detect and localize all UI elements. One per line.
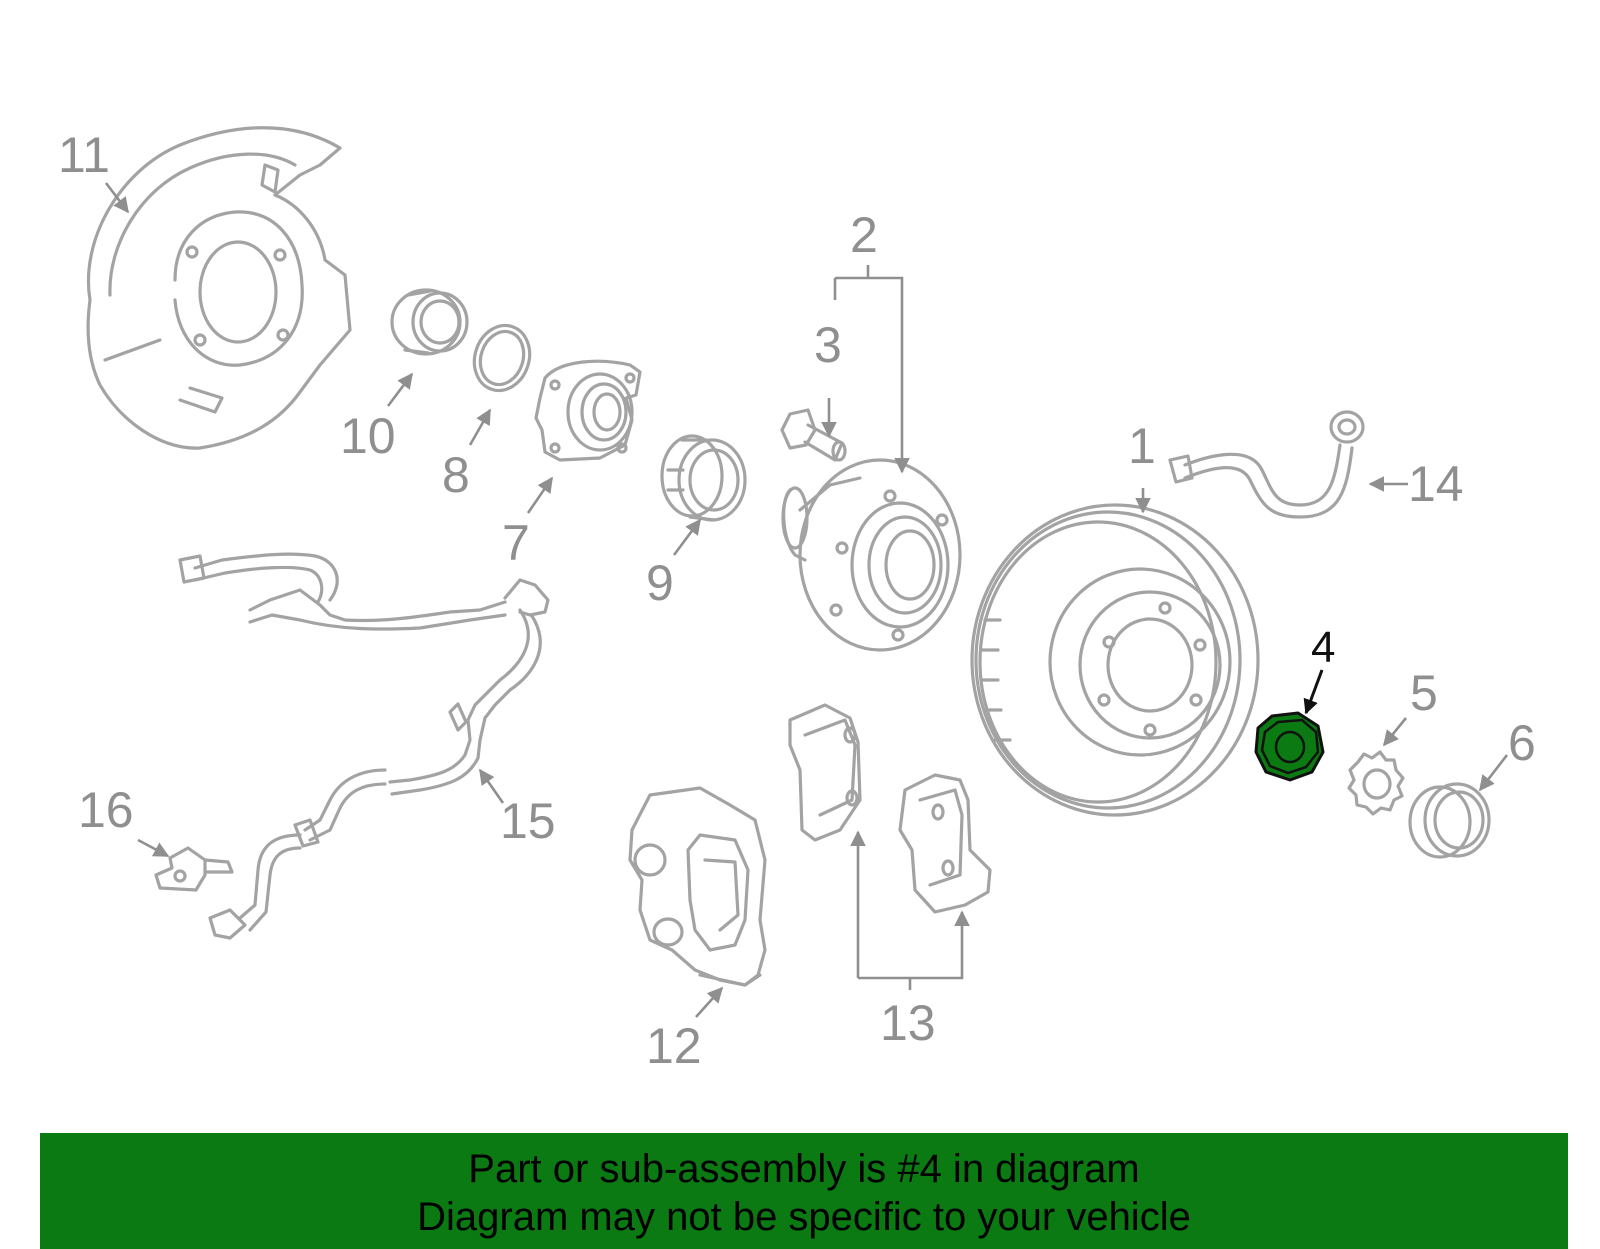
banner-line-part-number: Part or sub-assembly is #4 in diagram — [468, 1147, 1140, 1191]
washer-part[interactable] — [1347, 750, 1405, 816]
callout-3[interactable]: 3 — [814, 317, 842, 373]
brake-hose-part[interactable] — [1168, 410, 1365, 519]
lock-nut-part-highlighted[interactable] — [1254, 711, 1325, 782]
callout-2[interactable]: 2 — [850, 207, 878, 263]
highlight-leader — [1303, 669, 1324, 715]
callout-16[interactable]: 16 — [78, 782, 134, 838]
banner-line-disclaimer: Diagram may not be specific to your vehi… — [417, 1195, 1191, 1239]
callout-11[interactable]: 11 — [58, 127, 110, 183]
abs-sensor-wire-part[interactable] — [178, 552, 550, 940]
lock-nut-body[interactable] — [1254, 711, 1325, 782]
callout-12[interactable]: 12 — [646, 1018, 702, 1074]
callout-1[interactable]: 1 — [1128, 418, 1156, 474]
callout-5[interactable]: 5 — [1410, 665, 1438, 721]
o-ring-part[interactable] — [466, 318, 538, 397]
brake-pads-part[interactable] — [788, 703, 992, 914]
info-banner: Part or sub-assembly is #4 in diagram Di… — [40, 1133, 1568, 1249]
callout-9[interactable]: 9 — [646, 555, 674, 611]
leader-lines — [104, 182, 1509, 1018]
callout-8[interactable]: 8 — [442, 447, 470, 503]
callout-10[interactable]: 10 — [340, 408, 396, 464]
callout-4-highlighted[interactable]: 4 — [1311, 623, 1335, 672]
callout-15[interactable]: 15 — [500, 793, 556, 849]
dust-seal-part[interactable] — [660, 434, 747, 522]
brake-rotor-part[interactable] — [970, 503, 1260, 817]
brake-caliper-part[interactable] — [628, 786, 767, 987]
callout-labels: 11 10 8 7 9 2 3 1 14 5 6 15 16 12 13 4 — [58, 127, 1536, 1074]
hub-bolt-part[interactable] — [780, 408, 847, 462]
sensor-bracket-part[interactable] — [154, 846, 234, 892]
callout-14[interactable]: 14 — [1408, 456, 1464, 512]
bearing-part[interactable] — [534, 359, 642, 462]
dust-shield-part[interactable] — [86, 126, 352, 450]
seal-part[interactable] — [390, 288, 469, 356]
callout-13[interactable]: 13 — [880, 995, 936, 1051]
callout-6[interactable]: 6 — [1508, 715, 1536, 771]
callout-7[interactable]: 7 — [502, 515, 530, 571]
wheel-hub-part[interactable] — [781, 458, 962, 652]
grease-cap-part[interactable] — [1408, 782, 1491, 859]
